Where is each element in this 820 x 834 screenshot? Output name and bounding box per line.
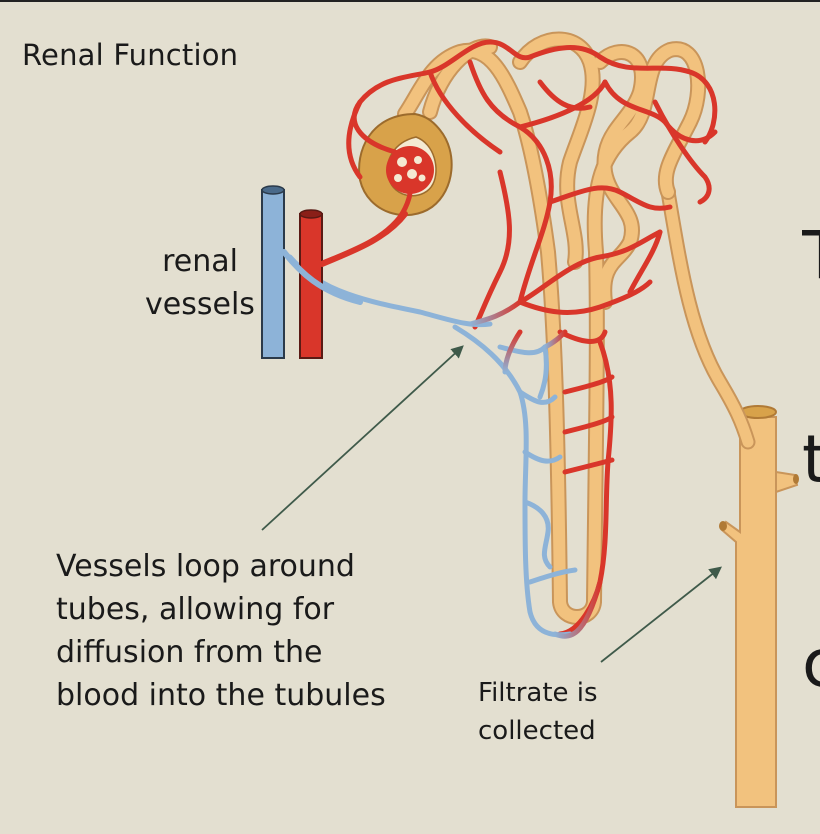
collecting-duct [660, 184, 799, 808]
renal-vein [261, 185, 285, 359]
label-line: tubes, allowing for [56, 592, 335, 627]
arrow-vessels-loop [261, 345, 464, 531]
label-line: vessels [145, 287, 255, 322]
tubules [397, 31, 707, 625]
label-line: Filtrate is [478, 678, 598, 708]
glomerulus [386, 146, 434, 194]
cut-off-line: T [802, 222, 820, 290]
cut-off-text: T t c [802, 86, 820, 834]
cut-off-line: c [802, 630, 820, 698]
cut-off-line: t [802, 421, 820, 498]
label-line: blood into the tubules [56, 678, 386, 713]
label-line: diffusion from the [56, 635, 323, 670]
slide-title: Renal Function [22, 38, 239, 72]
label-filtrate-collected: Filtrate is collected [478, 674, 598, 750]
label-vessels-loop: Vessels loop around tubes, allowing for … [56, 545, 416, 717]
label-renal-vessels: renal vessels [130, 240, 270, 326]
label-line: Vessels loop around [56, 549, 355, 584]
peritubular-capillaries-red [317, 39, 718, 637]
label-line: renal [162, 244, 238, 279]
arrow-filtrate [600, 566, 722, 663]
transition-vessels [467, 299, 603, 639]
label-line: collected [478, 716, 596, 746]
